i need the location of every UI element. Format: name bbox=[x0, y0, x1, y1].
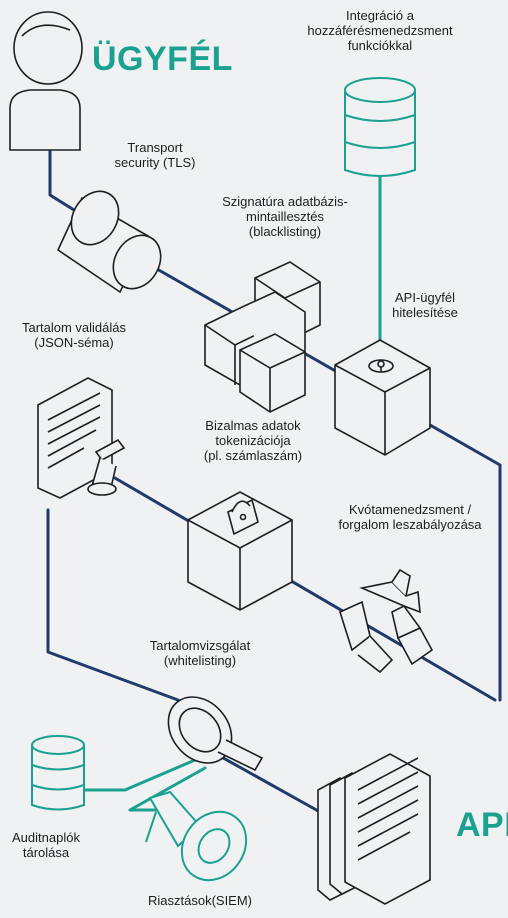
label-transport-line-1: Transport bbox=[127, 140, 183, 155]
label-integration-line-3: funkciókkal bbox=[347, 38, 413, 53]
connector-inspection-to-audit bbox=[83, 758, 197, 792]
label-signature-line-1: Szignatúra adatbázis- bbox=[222, 194, 348, 209]
label-quota-line-1: Kvótamenedzsment / bbox=[348, 502, 472, 517]
label-audit-logs: Auditnaplók tárolása bbox=[4, 830, 88, 860]
inspection-magnifier-icon bbox=[167, 696, 264, 772]
label-audit-logs-line-1: Auditnaplók bbox=[12, 830, 80, 845]
label-signature-line-2: mintaillesztés bbox=[245, 209, 325, 224]
integration-database-icon bbox=[344, 77, 416, 177]
audit-database-icon bbox=[31, 735, 85, 811]
api-documents-icon bbox=[317, 753, 431, 905]
label-api-client-auth: API-ügyfél hitelesítése bbox=[370, 290, 480, 320]
label-content-validation-line-1: Tartalom validálás bbox=[21, 320, 127, 335]
client-title: ÜGYFÉL bbox=[92, 40, 233, 78]
alert-horn-icon bbox=[145, 790, 248, 882]
label-api-client-auth-line-1: API-ügyfél bbox=[395, 290, 455, 305]
connector-client-to-transport bbox=[48, 148, 76, 212]
client-user-icon bbox=[9, 11, 83, 151]
tokenization-cube-icon bbox=[187, 491, 293, 611]
label-content-inspection-line-2: (whitelisting) bbox=[163, 653, 237, 668]
label-tokenization: Bizalmas adatok tokenizációja (pl. száml… bbox=[178, 418, 328, 463]
quota-gear-icon bbox=[339, 568, 434, 674]
label-signature: Szignatúra adatbázis- mintaillesztés (bl… bbox=[200, 194, 370, 239]
api-title: API bbox=[456, 806, 508, 844]
label-alerts: Riasztások(SIEM) bbox=[130, 893, 270, 908]
transport-cylinder-icon bbox=[56, 190, 162, 294]
label-integration-line-1: Integráció a bbox=[346, 8, 414, 23]
label-content-inspection-line-1: Tartalomvizsgálat bbox=[149, 638, 251, 653]
label-signature-line-3: (blacklisting) bbox=[248, 224, 322, 239]
label-audit-logs-line-2: tárolása bbox=[22, 845, 70, 860]
connector-left-vertical bbox=[46, 508, 180, 702]
label-tokenization-line-1: Bizalmas adatok bbox=[205, 418, 301, 433]
label-content-validation: Tartalom validálás (JSON-séma) bbox=[4, 320, 144, 350]
label-content-inspection: Tartalomvizsgálat (whitelisting) bbox=[130, 638, 270, 668]
label-integration: Integráció a hozzáférésmenedzsment funkc… bbox=[280, 8, 480, 53]
label-tokenization-line-2: tokenizációja bbox=[215, 433, 291, 448]
label-api-client-auth-line-2: hitelesítése bbox=[392, 305, 458, 320]
label-tokenization-line-3: (pl. számlaszám) bbox=[203, 448, 303, 463]
label-transport-line-2: security (TLS) bbox=[114, 155, 196, 170]
connector-validation-to-quota bbox=[113, 476, 497, 702]
label-transport: Transport security (TLS) bbox=[100, 140, 210, 170]
signature-cubes-icon bbox=[204, 261, 321, 413]
label-content-validation-line-2: (JSON-séma) bbox=[34, 335, 114, 350]
validation-stamp-icon bbox=[87, 438, 126, 496]
label-quota: Kvótamenedzsment / forgalom leszabályozá… bbox=[322, 502, 498, 532]
label-quota-line-2: forgalom leszabályozása bbox=[338, 517, 482, 532]
label-integration-line-2: hozzáférésmenedzsment bbox=[307, 23, 453, 38]
connector-inspection-to-alerts bbox=[128, 766, 207, 812]
validation-document-icon bbox=[37, 377, 113, 499]
connector-transport-to-auth bbox=[148, 263, 502, 702]
auth-cube-icon bbox=[334, 339, 431, 456]
label-alerts-line-1: Riasztások(SIEM) bbox=[147, 893, 253, 908]
